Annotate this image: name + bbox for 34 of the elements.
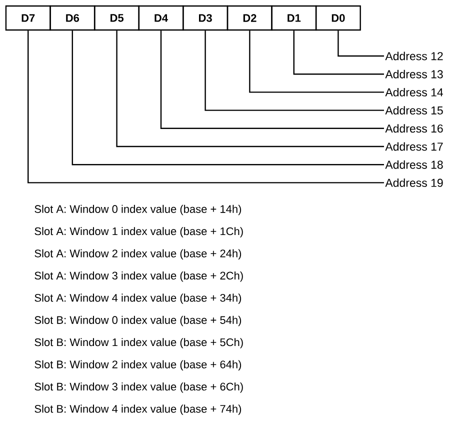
register-description: Slot B: Window 4 index value (base + 74h) bbox=[34, 404, 242, 415]
address-label: Address 14 bbox=[385, 88, 443, 96]
address-label: Address 13 bbox=[385, 70, 443, 78]
address-label: Address 17 bbox=[385, 142, 443, 151]
leader-line bbox=[160, 30, 384, 129]
register-description: Slot B: Window 3 index value (base + 6Ch) bbox=[34, 382, 243, 393]
register-description: Slot B: Window 2 index value (base + 64h) bbox=[34, 360, 242, 370]
register-description: Slot B: Window 1 index value (base + 5Ch) bbox=[34, 338, 243, 348]
register-description: Slot A: Window 0 index value (base + 14h) bbox=[34, 204, 242, 216]
bit-cell: D2 bbox=[226, 5, 272, 31]
leader-line bbox=[204, 30, 384, 111]
bit-cell: D1 bbox=[271, 5, 317, 31]
register-description: Slot B: Window 0 index value (base + 54h) bbox=[34, 316, 242, 326]
bit-cell: D6 bbox=[50, 5, 96, 31]
bit-cell: D4 bbox=[138, 5, 184, 31]
bit-cell: D0 bbox=[315, 5, 361, 31]
register-description: Slot A: Window 4 index value (base + 34h) bbox=[34, 294, 242, 304]
leader-line bbox=[293, 30, 384, 75]
bit-cell: D7 bbox=[5, 5, 51, 31]
bit-cell: D3 bbox=[182, 5, 228, 31]
leader-line bbox=[72, 30, 384, 166]
address-label: Address 19 bbox=[385, 178, 443, 187]
register-description: Slot A: Window 1 index value (base + 1Ch) bbox=[34, 227, 243, 238]
address-label: Address 18 bbox=[385, 160, 443, 169]
leader-line bbox=[338, 30, 384, 57]
leader-line bbox=[28, 30, 384, 184]
address-label: Address 15 bbox=[385, 106, 443, 115]
register-description: Slot A: Window 3 index value (base + 2Ch) bbox=[34, 271, 243, 282]
leader-line bbox=[249, 30, 384, 93]
leader-line bbox=[116, 30, 384, 148]
address-label: Address 12 bbox=[385, 52, 443, 60]
address-label: Address 16 bbox=[385, 124, 443, 133]
bit-cell: D5 bbox=[94, 5, 140, 31]
register-description: Slot A: Window 2 index value (base + 24h) bbox=[34, 249, 242, 260]
